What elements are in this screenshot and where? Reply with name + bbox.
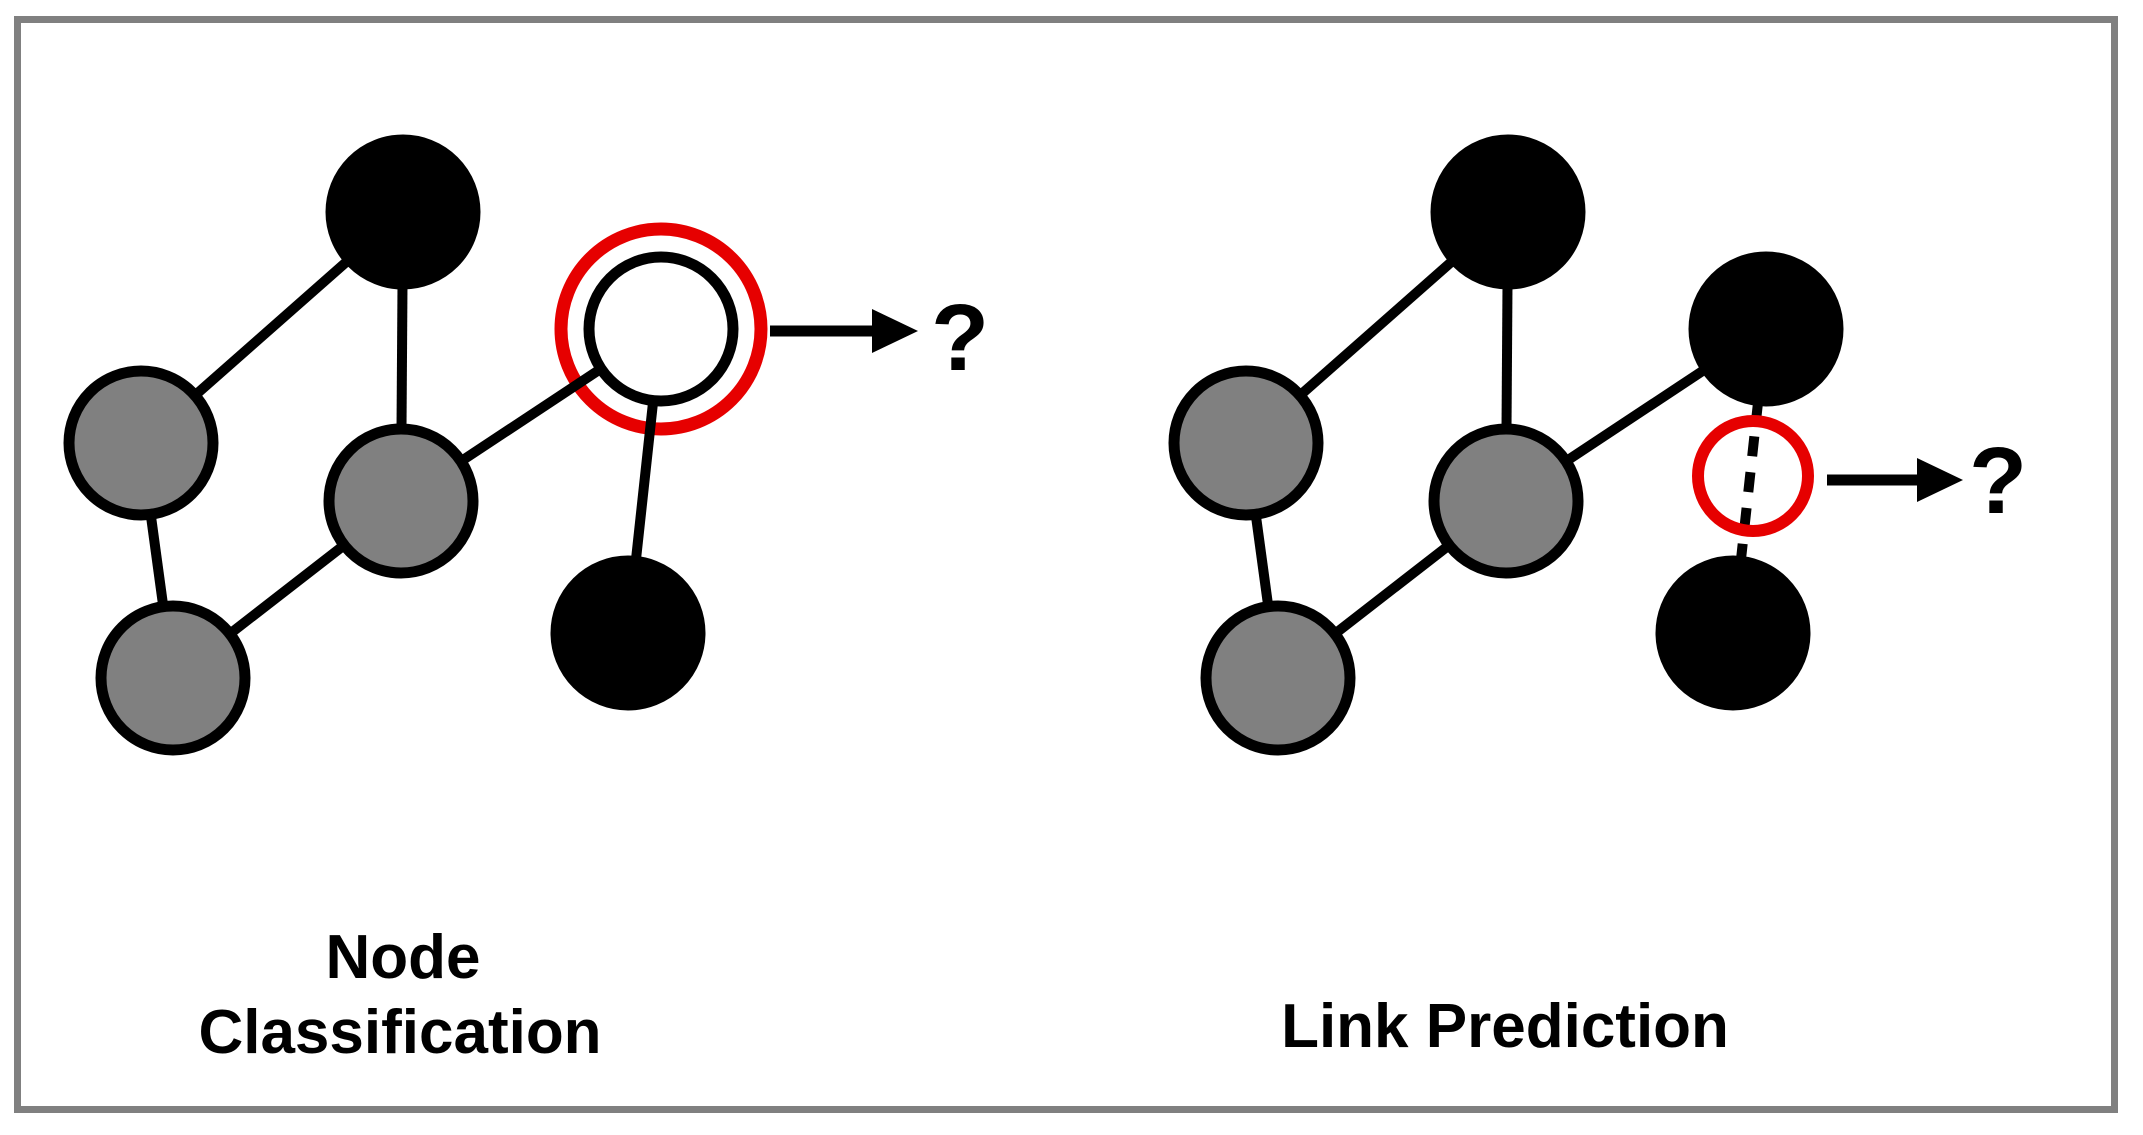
link-prediction-node-bottom-black	[1655, 555, 1811, 711]
node-classification-arrow-head	[872, 309, 918, 353]
figure-border	[14, 16, 2118, 1113]
node-classification-node-query-node	[583, 251, 739, 407]
node-classification-node-upper-left-gray	[63, 365, 219, 521]
link-prediction-node-lower-left-gray	[1200, 600, 1356, 756]
link-prediction-arrow-head	[1917, 458, 1963, 502]
link-prediction-label: Link Prediction	[1281, 992, 1729, 1061]
link-prediction-highlight-ring	[1692, 415, 1814, 537]
node-classification-node-lower-left-gray	[95, 600, 251, 756]
link-prediction-node-center-gray	[1428, 423, 1584, 579]
node-classification-node-center-gray	[323, 423, 479, 579]
link-prediction-node-upper-right-black	[1688, 251, 1844, 407]
link-prediction-graph	[1168, 134, 1963, 756]
link-prediction-node-top-black	[1430, 134, 1586, 290]
node-classification-graph	[63, 134, 918, 756]
graph-layer	[63, 134, 1963, 756]
text-layer: ? ? Node Classification Link Prediction	[198, 285, 2027, 1067]
node-classification-highlight-ring	[554, 222, 768, 436]
link-prediction-question-mark: ?	[1969, 428, 2027, 534]
node-classification-label-line-2: Classification	[198, 998, 601, 1067]
node-classification-node-top-black	[325, 134, 481, 290]
node-classification-node-bottom-black	[550, 555, 706, 711]
node-classification-question-mark: ?	[931, 285, 989, 391]
link-prediction-node-upper-left-gray	[1168, 365, 1324, 521]
node-classification-label-line-1: Node	[326, 923, 481, 992]
